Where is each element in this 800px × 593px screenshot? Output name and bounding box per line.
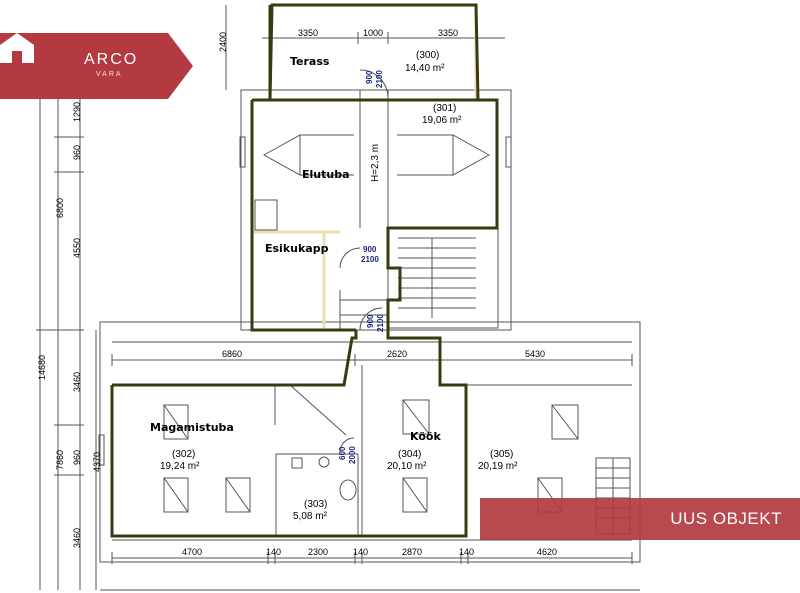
door-4-height: 2000 xyxy=(348,446,357,464)
room-number-303: (303) xyxy=(304,499,327,510)
dim-left-upper-1: 1290 xyxy=(72,102,82,122)
brand-banner[interactable]: ARCO VARA xyxy=(0,33,193,99)
dim-mid-3: 5430 xyxy=(525,349,545,359)
dim-bottom-4: 140 xyxy=(353,547,368,557)
door-2-height: 2100 xyxy=(361,255,379,264)
room-name-elutuba: Elutuba xyxy=(302,168,350,181)
dim-left-upper-3: 4550 xyxy=(72,238,82,258)
house-logo-icon xyxy=(0,33,34,63)
door-3-width: 900 xyxy=(366,314,375,328)
dim-left-lower-2: 960 xyxy=(72,450,82,465)
dim-bottom-7: 4620 xyxy=(537,547,557,557)
room-name-terass: Terass xyxy=(290,55,330,68)
dimension-labels: 3350 1000 3350 2400 14680 6800 1290 960 … xyxy=(37,28,557,557)
door-3-height: 2100 xyxy=(376,314,385,332)
dim-left-upper-2: 960 xyxy=(72,145,82,160)
dim-bottom-2: 140 xyxy=(266,547,281,557)
room-area-301: 19,06 m² xyxy=(422,115,462,126)
dim-left-upper: 6800 xyxy=(55,198,65,218)
room-area-305: 20,19 m² xyxy=(478,461,518,472)
room-area-303: 5,08 m² xyxy=(293,511,328,522)
door-1-width: 900 xyxy=(365,70,374,84)
dim-mid-2: 2620 xyxy=(387,349,407,359)
room-number-304: (304) xyxy=(398,449,421,460)
room-number-300: (300) xyxy=(416,50,439,61)
dim-bottom-1: 4700 xyxy=(182,547,202,557)
room-outlines xyxy=(110,3,499,538)
room-area-304: 20,10 m² xyxy=(387,461,427,472)
dim-bottom-6: 140 xyxy=(459,547,474,557)
room-number-305: (305) xyxy=(490,449,513,460)
dim-top-1: 3350 xyxy=(298,28,318,38)
dim-bottom-3: 2300 xyxy=(308,547,328,557)
dim-top-3: 3350 xyxy=(438,28,458,38)
dim-left-lower-1: 3460 xyxy=(72,372,82,392)
room-name-kook: Köök xyxy=(410,430,441,443)
dim-top-2: 1000 xyxy=(363,28,383,38)
room-name-magamistuba: Magamistuba xyxy=(150,421,234,434)
room-labels: Terass (300) 14,40 m² (301) 19,06 m² Elu… xyxy=(150,50,518,522)
room-area-302: 19,24 m² xyxy=(160,461,200,472)
door-labels: 900 2100 900 2100 900 2100 600 2000 xyxy=(338,70,385,464)
dim-left-total: 14680 xyxy=(37,355,47,380)
plan-linework xyxy=(36,5,641,591)
brand-subtitle: VARA xyxy=(96,71,123,78)
room-number-301: (301) xyxy=(433,103,456,114)
brand-name: ARCO xyxy=(84,51,139,68)
room-height-label: H=2,3 m xyxy=(370,144,381,182)
dim-bottom-5: 2870 xyxy=(402,547,422,557)
new-listing-badge: UUS OBJEKT xyxy=(480,498,800,540)
dim-top-side: 2400 xyxy=(218,32,228,52)
room-name-esikukapp: Esikukapp xyxy=(265,242,329,255)
dim-left-lower-3: 3460 xyxy=(72,528,82,548)
door-1-height: 2100 xyxy=(375,70,384,88)
dim-room-height: 4370 xyxy=(92,452,102,472)
brand-banner-shape xyxy=(0,33,193,99)
room-area-300: 14,40 m² xyxy=(405,63,445,74)
door-2-width: 900 xyxy=(363,245,377,254)
door-4-width: 600 xyxy=(338,446,347,460)
room-number-302: (302) xyxy=(172,449,195,460)
dim-left-lower: 7860 xyxy=(55,450,65,470)
dim-mid-1: 6860 xyxy=(222,349,242,359)
